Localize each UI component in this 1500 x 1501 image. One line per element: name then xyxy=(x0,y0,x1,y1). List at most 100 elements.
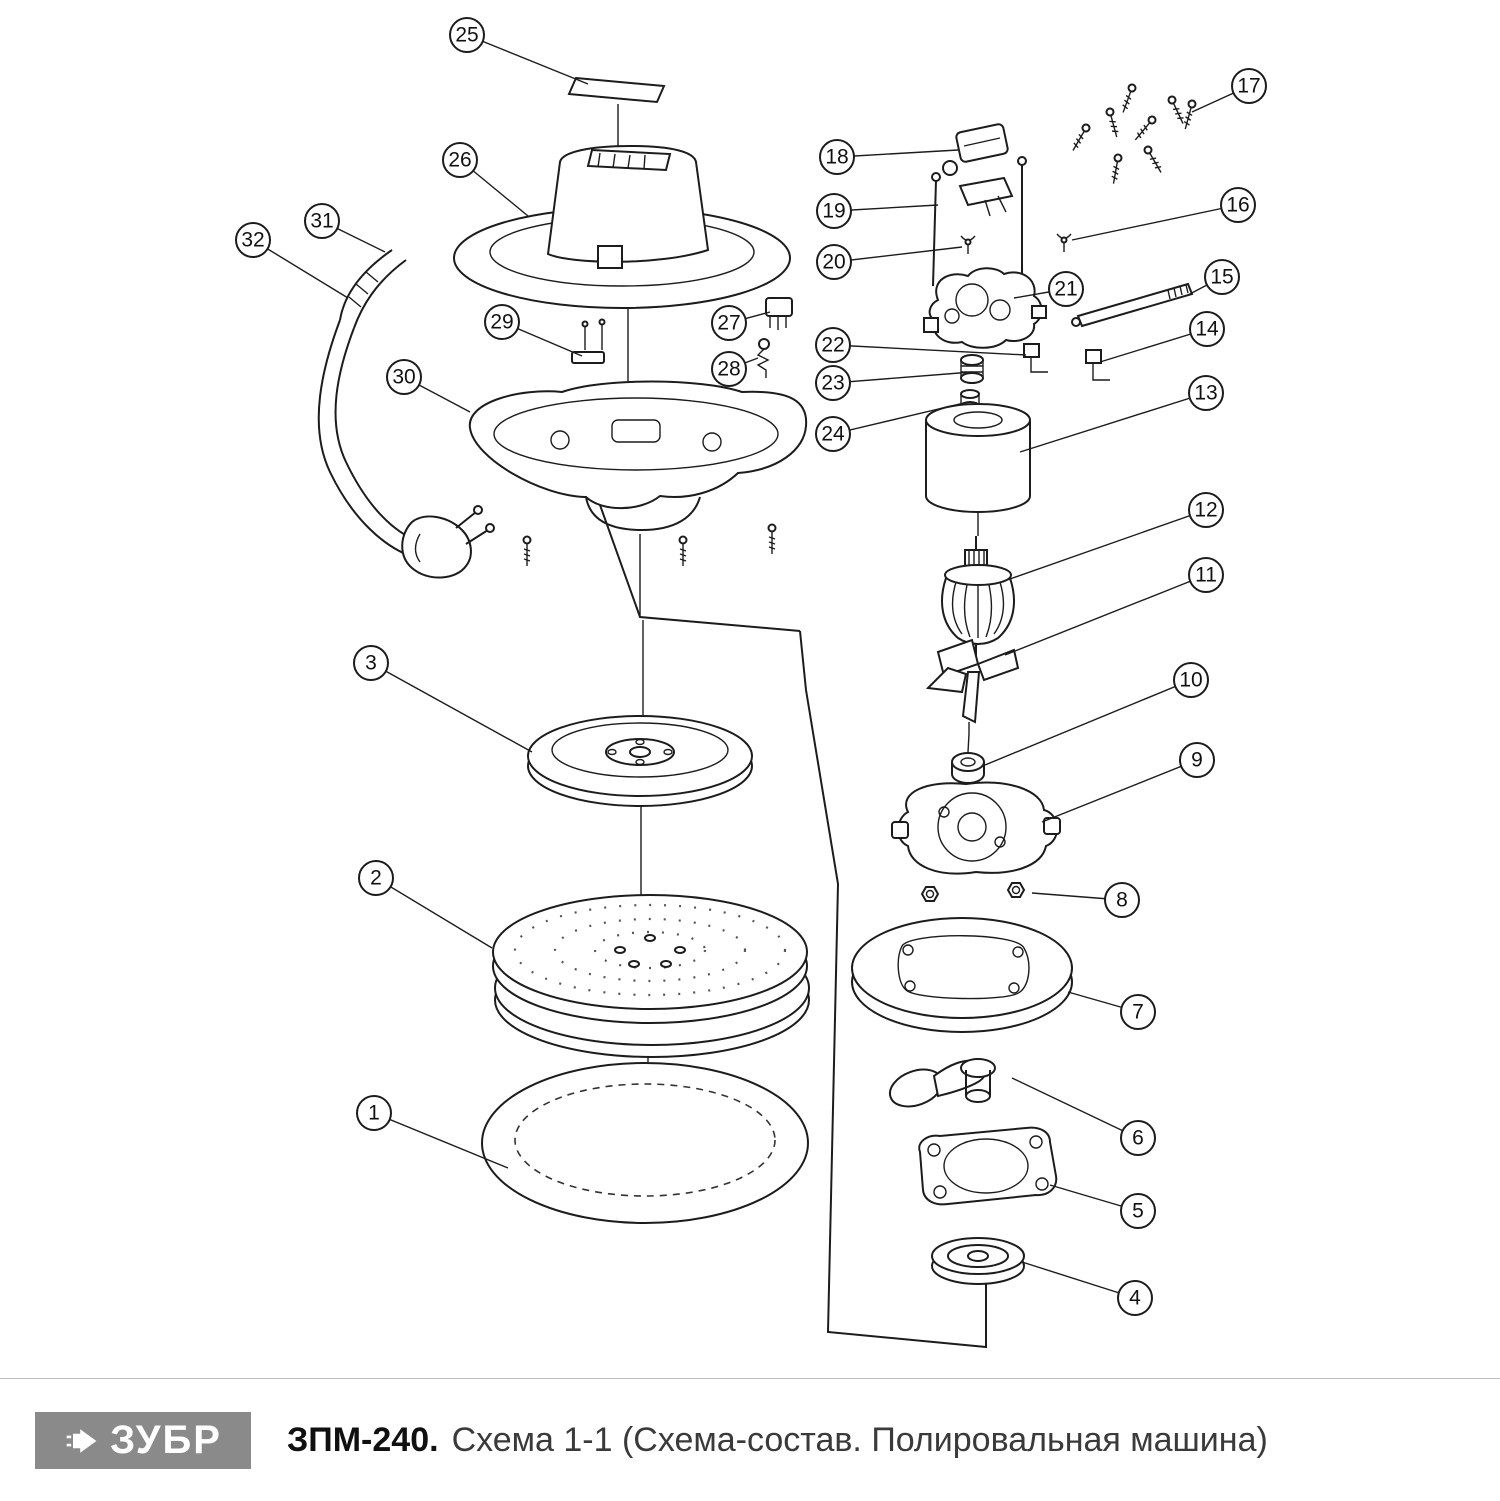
part-20-clips xyxy=(960,235,976,255)
svg-text:14: 14 xyxy=(1195,318,1219,341)
part-28-contact xyxy=(756,338,770,378)
part-8-nuts xyxy=(920,882,1026,902)
leader-lines xyxy=(252,34,1250,1299)
callout-31: 31 xyxy=(304,203,340,239)
part-29-clip xyxy=(571,318,606,364)
part-18-switch xyxy=(942,123,1009,176)
svg-text:23: 23 xyxy=(821,372,844,395)
part-27-switch-slider xyxy=(765,297,793,330)
footer-caption: ЗПМ-240. Схема 1-1 (Схема-состав. Полиро… xyxy=(287,1412,1268,1469)
part-26-motor-cover xyxy=(453,144,791,309)
callout-8: 8 xyxy=(1104,882,1140,918)
part-13-stator xyxy=(925,403,1031,513)
svg-text:3: 3 xyxy=(365,652,377,675)
part-25-label-plate xyxy=(567,76,666,146)
callout-6: 6 xyxy=(1120,1120,1156,1156)
scheme-title: Схема 1-1 (Схема-состав. Полировальная м… xyxy=(451,1421,1268,1459)
callout-4: 4 xyxy=(1117,1280,1153,1316)
callout-29: 29 xyxy=(484,304,520,340)
callout-26: 26 xyxy=(442,142,478,178)
part-16-clip xyxy=(1056,233,1072,253)
callout-17: 17 xyxy=(1231,68,1267,104)
svg-text:26: 26 xyxy=(448,149,471,172)
svg-text:1: 1 xyxy=(368,1102,380,1125)
svg-text:31: 31 xyxy=(310,210,333,233)
callout-23: 23 xyxy=(815,365,851,401)
part-21-gear-housing xyxy=(923,267,1047,349)
callouts: 1 2 3 4 5 6 7 8 9 10 11 12 13 14 15 16 1… xyxy=(235,17,1267,1316)
svg-text:2: 2 xyxy=(370,867,382,890)
callout-2: 2 xyxy=(358,860,394,896)
svg-text:6: 6 xyxy=(1132,1127,1144,1150)
svg-text:27: 27 xyxy=(717,312,740,335)
svg-text:20: 20 xyxy=(822,251,845,274)
callout-25: 25 xyxy=(449,17,485,53)
svg-text:21: 21 xyxy=(1054,278,1077,301)
svg-text:29: 29 xyxy=(490,311,513,334)
exploded-diagram: 1 2 3 4 5 6 7 8 9 10 11 12 13 14 15 16 1… xyxy=(235,17,1267,1349)
zubr-logo-text: ЗУБР xyxy=(110,1418,222,1462)
callout-12: 12 xyxy=(1188,492,1224,528)
svg-text:12: 12 xyxy=(1194,499,1217,522)
part-15-axle xyxy=(1071,282,1194,328)
callout-16: 16 xyxy=(1220,187,1256,223)
part-19-brushes xyxy=(931,156,1027,290)
svg-text:16: 16 xyxy=(1226,194,1249,217)
callout-14: 14 xyxy=(1189,311,1225,347)
part-3-backing-plate xyxy=(527,715,753,807)
callout-32: 32 xyxy=(235,222,271,258)
part-1-polishing-bonnet xyxy=(481,1062,809,1224)
svg-text:7: 7 xyxy=(1132,1001,1144,1024)
svg-text:22: 22 xyxy=(821,334,844,357)
callout-22: 22 xyxy=(815,327,851,363)
callout-13: 13 xyxy=(1188,375,1224,411)
footer: ЗУБР ЗПМ-240. Схема 1-1 (Схема-состав. П… xyxy=(0,1378,1500,1501)
zubr-logo: ЗУБР xyxy=(35,1412,251,1469)
callout-3: 3 xyxy=(353,645,389,681)
svg-text:8: 8 xyxy=(1116,889,1128,912)
zubr-arrow-icon xyxy=(64,1423,100,1459)
part-5-clamp-plate xyxy=(918,1126,1058,1206)
callout-9: 9 xyxy=(1179,742,1215,778)
svg-text:13: 13 xyxy=(1194,382,1217,405)
callout-11: 11 xyxy=(1188,557,1224,593)
svg-text:15: 15 xyxy=(1210,266,1233,289)
svg-text:5: 5 xyxy=(1132,1200,1144,1223)
svg-text:24: 24 xyxy=(821,423,845,446)
svg-text:10: 10 xyxy=(1179,669,1202,692)
part-4-bearing xyxy=(931,1237,1025,1285)
model-number: ЗПМ-240. xyxy=(287,1421,439,1459)
callout-1: 1 xyxy=(356,1095,392,1131)
part-30-housing xyxy=(468,380,808,532)
part-7-base-plate xyxy=(851,917,1073,1033)
svg-text:19: 19 xyxy=(822,200,845,223)
part-23-brush-spring xyxy=(960,354,984,384)
part-17-screws xyxy=(1068,82,1198,186)
svg-text:4: 4 xyxy=(1129,1287,1141,1310)
callout-20: 20 xyxy=(816,244,852,280)
part-12-armature xyxy=(941,536,1015,658)
callout-10: 10 xyxy=(1173,662,1209,698)
part-6-lever xyxy=(888,1058,996,1108)
svg-text:30: 30 xyxy=(392,366,415,389)
callout-24: 24 xyxy=(815,416,851,452)
callout-7: 7 xyxy=(1120,994,1156,1030)
svg-text:11: 11 xyxy=(1195,564,1217,587)
part-14-clamp xyxy=(1085,349,1110,381)
part-2-sponge-pads xyxy=(492,894,810,1058)
callout-21: 21 xyxy=(1048,271,1084,307)
part-10-bearing-cap xyxy=(951,752,985,784)
part-11-fan xyxy=(925,638,1020,734)
part-9-bearing-housing xyxy=(891,781,1061,875)
svg-text:17: 17 xyxy=(1237,75,1260,98)
diagram-art xyxy=(317,76,1198,1349)
callout-27: 27 xyxy=(711,305,747,341)
svg-text:25: 25 xyxy=(455,24,478,47)
callout-30: 30 xyxy=(386,359,422,395)
svg-text:32: 32 xyxy=(241,229,264,252)
part-22-clamp xyxy=(1023,343,1048,373)
part-31-32-cord-plug xyxy=(317,249,495,579)
callout-5: 5 xyxy=(1120,1193,1156,1229)
svg-text:28: 28 xyxy=(717,358,740,381)
